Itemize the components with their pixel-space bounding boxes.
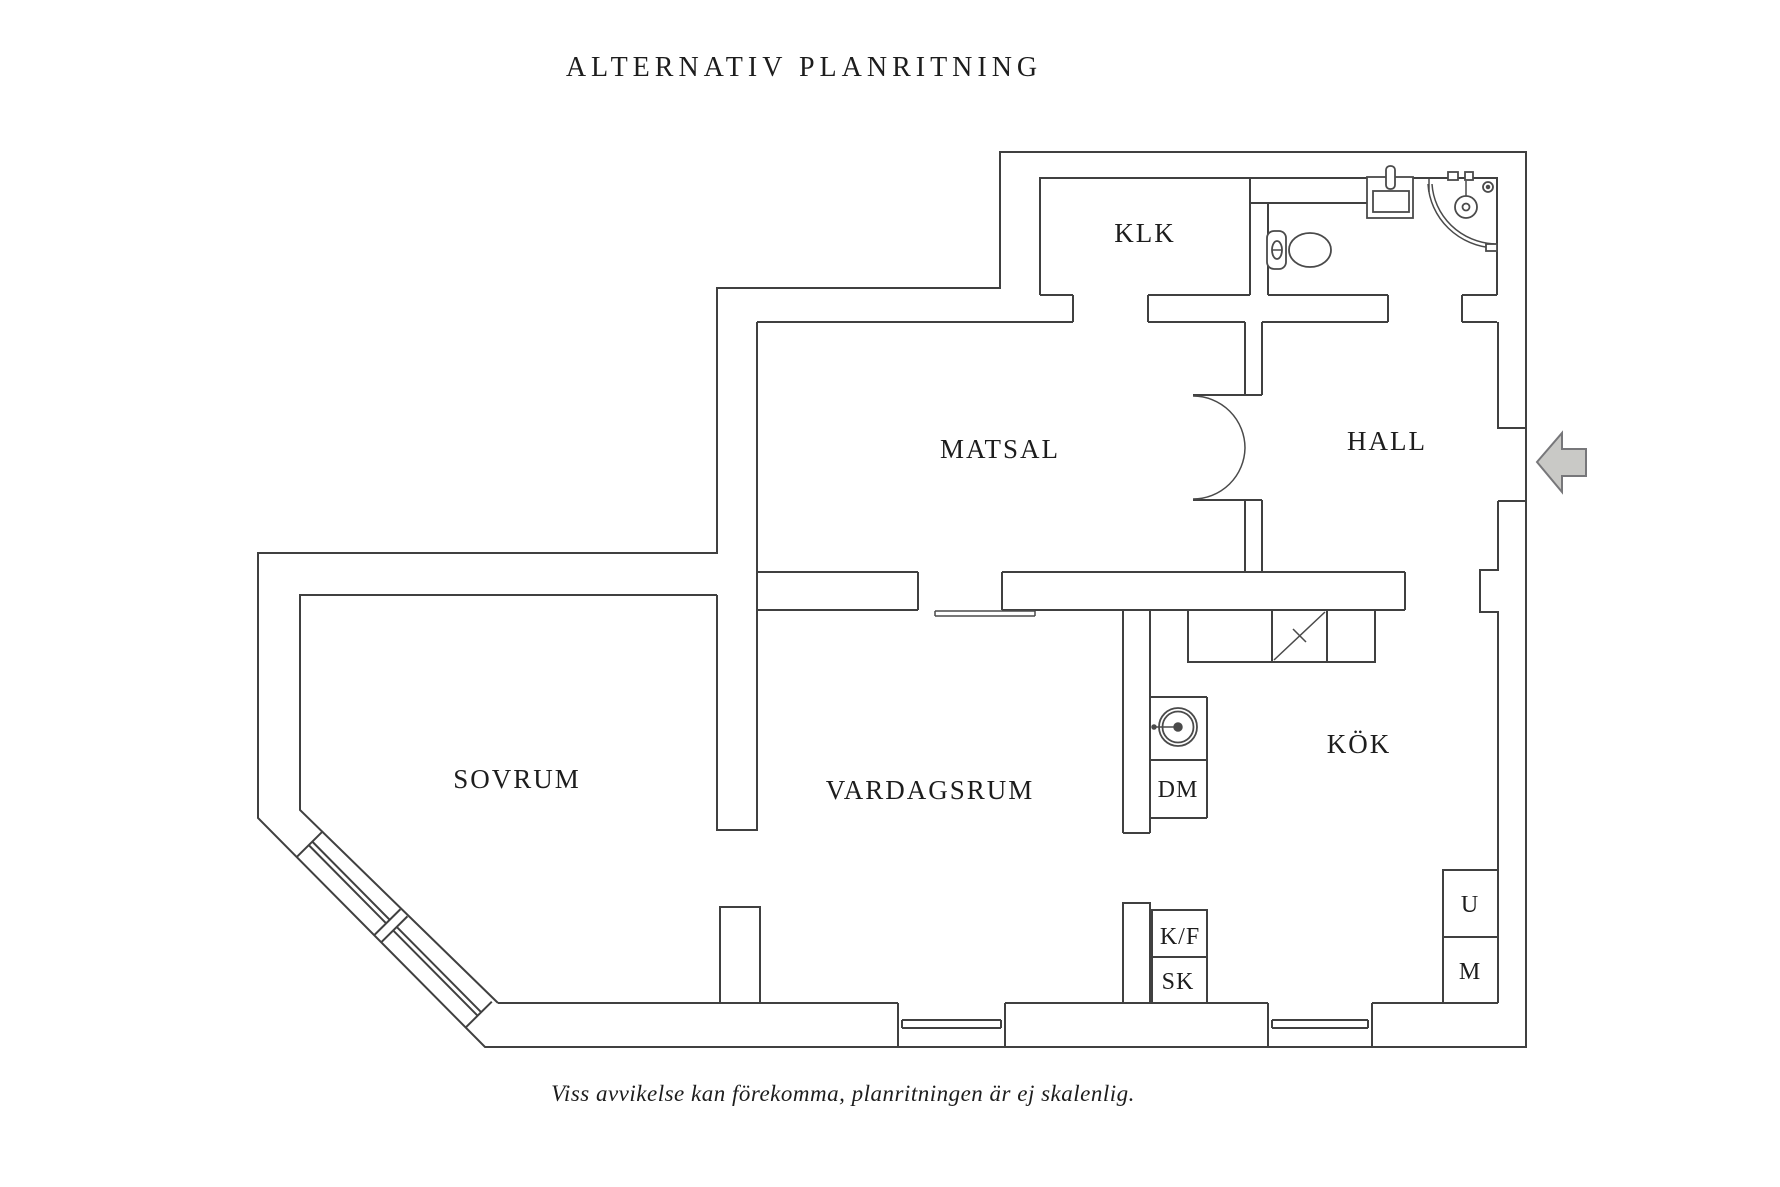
opening-threshold-line: [934, 610, 1036, 617]
doors: [1192, 395, 1246, 500]
bathroom-sink-icon: [1366, 165, 1414, 219]
diagonal-window-icons: [295, 830, 493, 1029]
appliance-label-dm: DM: [1158, 777, 1199, 803]
kitchen-counter: [1187, 610, 1376, 663]
entrance-arrow-icon: [1535, 430, 1587, 495]
room-label-matsal: MATSAL: [940, 434, 1060, 464]
kitchen-fixtures: [1149, 610, 1498, 1003]
windows: [295, 830, 1373, 1047]
appliance-label-kf: K/F: [1160, 924, 1200, 950]
corner-shower-icon: [1427, 171, 1498, 252]
bottom-window-right-icon: [1267, 1003, 1373, 1047]
room-label-sovrum: SOVRUM: [453, 764, 581, 794]
toilet-icon: [1266, 230, 1332, 270]
appliance-label-sk: SK: [1162, 969, 1195, 995]
sink-cabinet: [1149, 696, 1208, 819]
walls: [257, 151, 1527, 1048]
stove-icon: [1273, 611, 1326, 661]
disclaimer-caption: Viss avvikelse kan förekomma, planritnin…: [551, 1081, 1135, 1106]
inner-wall-edges: [299, 177, 1526, 1004]
double-swing-door-icon: [1192, 395, 1246, 500]
room-label-klk: KLK: [1114, 218, 1176, 248]
diagonal-bay-windows: [295, 830, 493, 1029]
interior-walls: [716, 178, 1497, 1003]
appliance-label-m: M: [1459, 959, 1481, 985]
oven-micro-box: [1442, 869, 1498, 1003]
outer-wall: [257, 151, 1527, 1048]
fridge-freezer-box: [1151, 909, 1208, 1003]
room-label-hall: HALL: [1347, 426, 1427, 456]
room-label-vardagsrum: VARDAGSRUM: [826, 775, 1035, 805]
kitchen-sink-icon: [1151, 707, 1198, 747]
page-title: ALTERNATIV PLANRITNING: [566, 52, 1042, 83]
appliance-label-u: U: [1461, 892, 1479, 918]
bathroom-fixtures: [1266, 165, 1498, 270]
room-label-kok: KÖK: [1327, 729, 1392, 759]
bottom-window-left-icon: [897, 1003, 1006, 1047]
